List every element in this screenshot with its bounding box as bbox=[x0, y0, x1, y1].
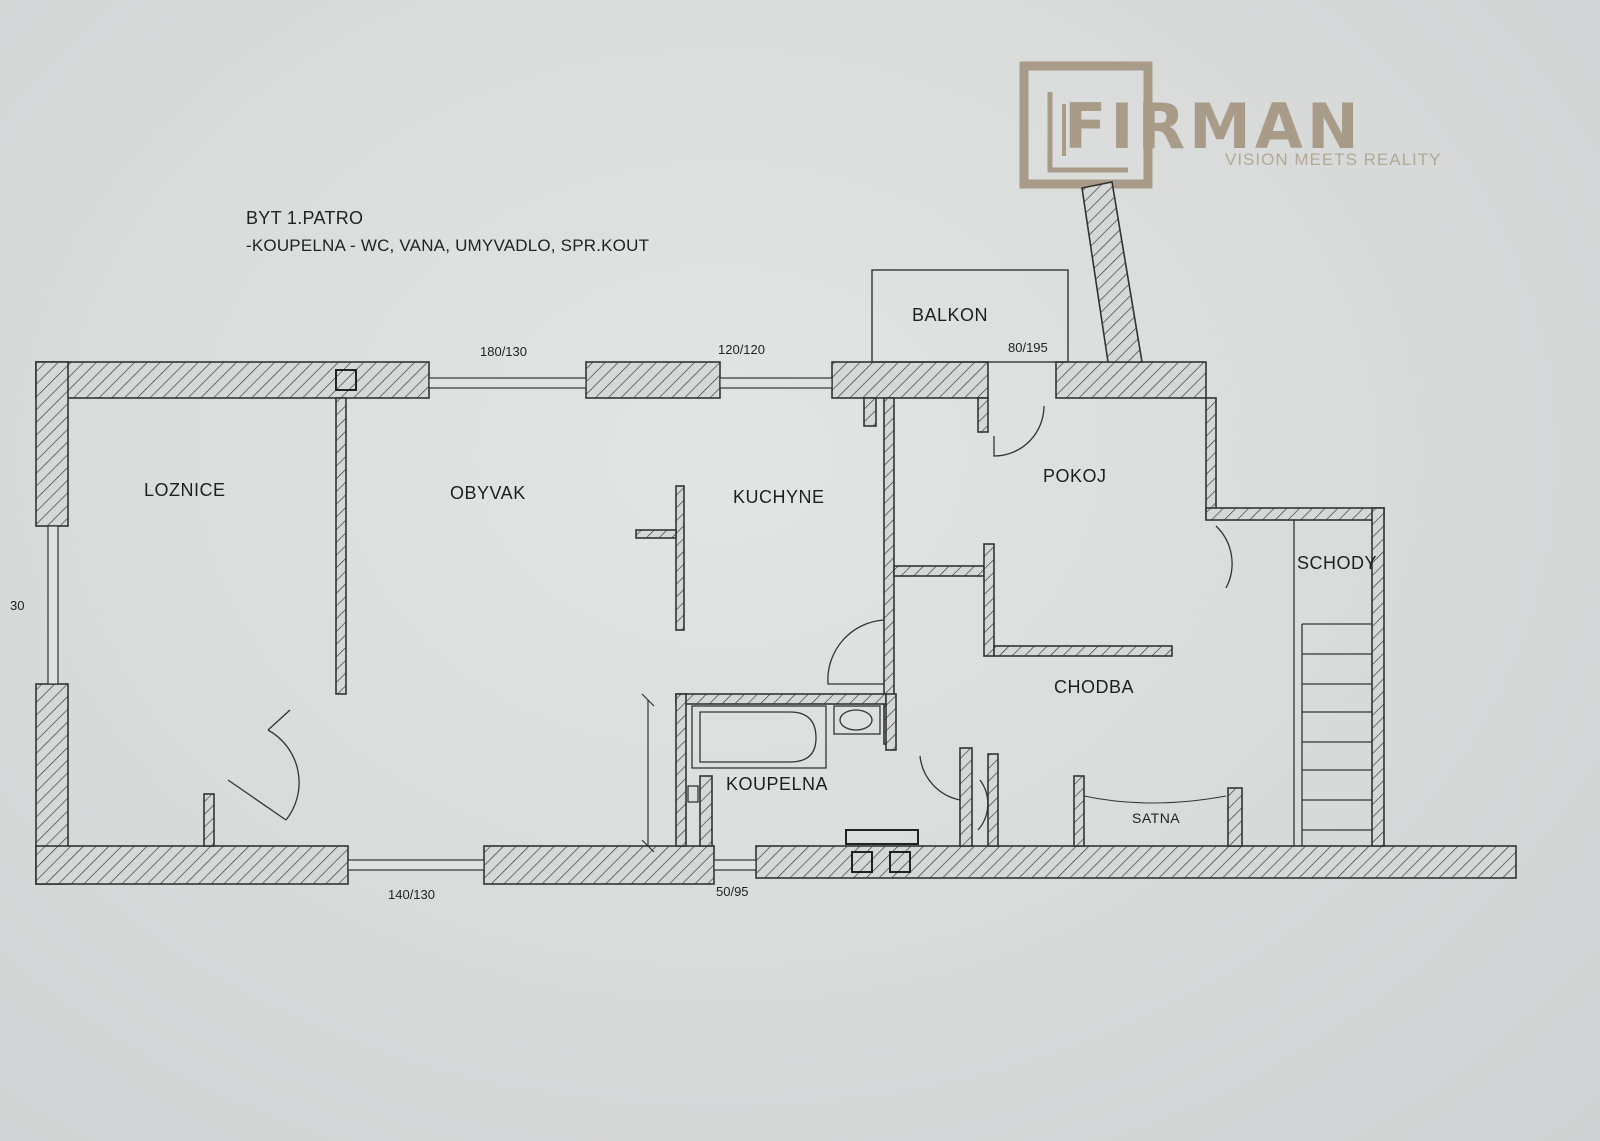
dim-window-obyvak: 180/130 bbox=[480, 344, 527, 359]
wall-koupelna-right bbox=[885, 693, 897, 751]
wall-loznice-obyvak bbox=[335, 397, 347, 695]
room-label-chodba: CHODBA bbox=[1054, 677, 1135, 697]
plan-note: -KOUPELNA - WC, VANA, UMYVADLO, SPR.KOUT bbox=[246, 236, 650, 255]
kitchen-partition bbox=[675, 485, 685, 631]
wall-schody-right bbox=[1371, 507, 1385, 847]
wall-top-right bbox=[1055, 361, 1207, 399]
wall-pokoj-left-bottom bbox=[893, 565, 985, 577]
dim-window-loznice-bottom: 140/130 bbox=[388, 887, 435, 902]
wall-kitchen-stub bbox=[863, 397, 877, 427]
doors bbox=[227, 405, 1233, 831]
wall-koupelna-wc bbox=[699, 775, 713, 847]
wall-satna-inner bbox=[1073, 775, 1085, 847]
kitchen-partition-arm bbox=[635, 529, 677, 539]
wall-koupelna-top bbox=[675, 693, 887, 705]
wall-bottom-left bbox=[35, 845, 349, 885]
wall-pokoj-bottom bbox=[993, 645, 1173, 657]
windows bbox=[47, 377, 833, 871]
wall-top-middle bbox=[585, 361, 721, 399]
wall-loznice-door-stub bbox=[203, 793, 215, 847]
bath-fixtures bbox=[687, 705, 881, 803]
room-label-obyvak: OBYVAK bbox=[450, 483, 526, 503]
wall-satna-right bbox=[1227, 787, 1243, 847]
wall-left-upper bbox=[35, 361, 69, 527]
satna-rail bbox=[1083, 795, 1227, 804]
plan-title: BYT 1.PATRO bbox=[246, 208, 364, 228]
wall-kitchen-pokoj bbox=[883, 397, 895, 745]
walls bbox=[35, 361, 1517, 885]
room-label-kuchyne: KUCHYNE bbox=[733, 487, 825, 507]
wall-top-kitchen bbox=[831, 361, 989, 399]
wall-schody-top bbox=[1205, 507, 1385, 521]
logo-frame bbox=[1019, 61, 1153, 189]
logo-tagline: VISION MEETS REALITY bbox=[1225, 150, 1442, 169]
room-label-koupelna: KOUPELNA bbox=[726, 774, 829, 794]
wall-koupelna-left bbox=[675, 693, 687, 847]
logo-wordmark: FIRMAN bbox=[1064, 90, 1363, 163]
wall-top-left bbox=[35, 361, 430, 399]
room-label-loznice: LOZNICE bbox=[144, 480, 226, 500]
balkon-outline bbox=[871, 269, 1069, 363]
wall-pokoj-stub bbox=[977, 397, 989, 433]
dimension-line bbox=[641, 693, 655, 853]
flues bbox=[335, 369, 919, 873]
wall-bottom-middle bbox=[483, 845, 715, 885]
wall-bottom-right bbox=[755, 845, 1517, 879]
dim-window-kuchyne: 120/120 bbox=[718, 342, 765, 357]
room-label-schody: SCHODY bbox=[1297, 553, 1378, 573]
dim-window-left: 30 bbox=[10, 598, 25, 613]
room-label-pokoj: POKOJ bbox=[1043, 466, 1107, 486]
wall-pokoj-inner bbox=[983, 543, 995, 657]
dim-door-balkon: 80/195 bbox=[1008, 340, 1048, 355]
wall-pokoj-right bbox=[1205, 397, 1217, 519]
wall-chodba-stub bbox=[959, 747, 973, 847]
wall-satna-left bbox=[987, 753, 999, 847]
room-label-satna: SATNA bbox=[1132, 810, 1181, 826]
room-label-balkon: BALKON bbox=[912, 305, 989, 325]
dim-window-koupelna: 50/95 bbox=[716, 884, 749, 899]
chimney bbox=[1081, 181, 1143, 363]
stairs bbox=[1293, 520, 1372, 846]
